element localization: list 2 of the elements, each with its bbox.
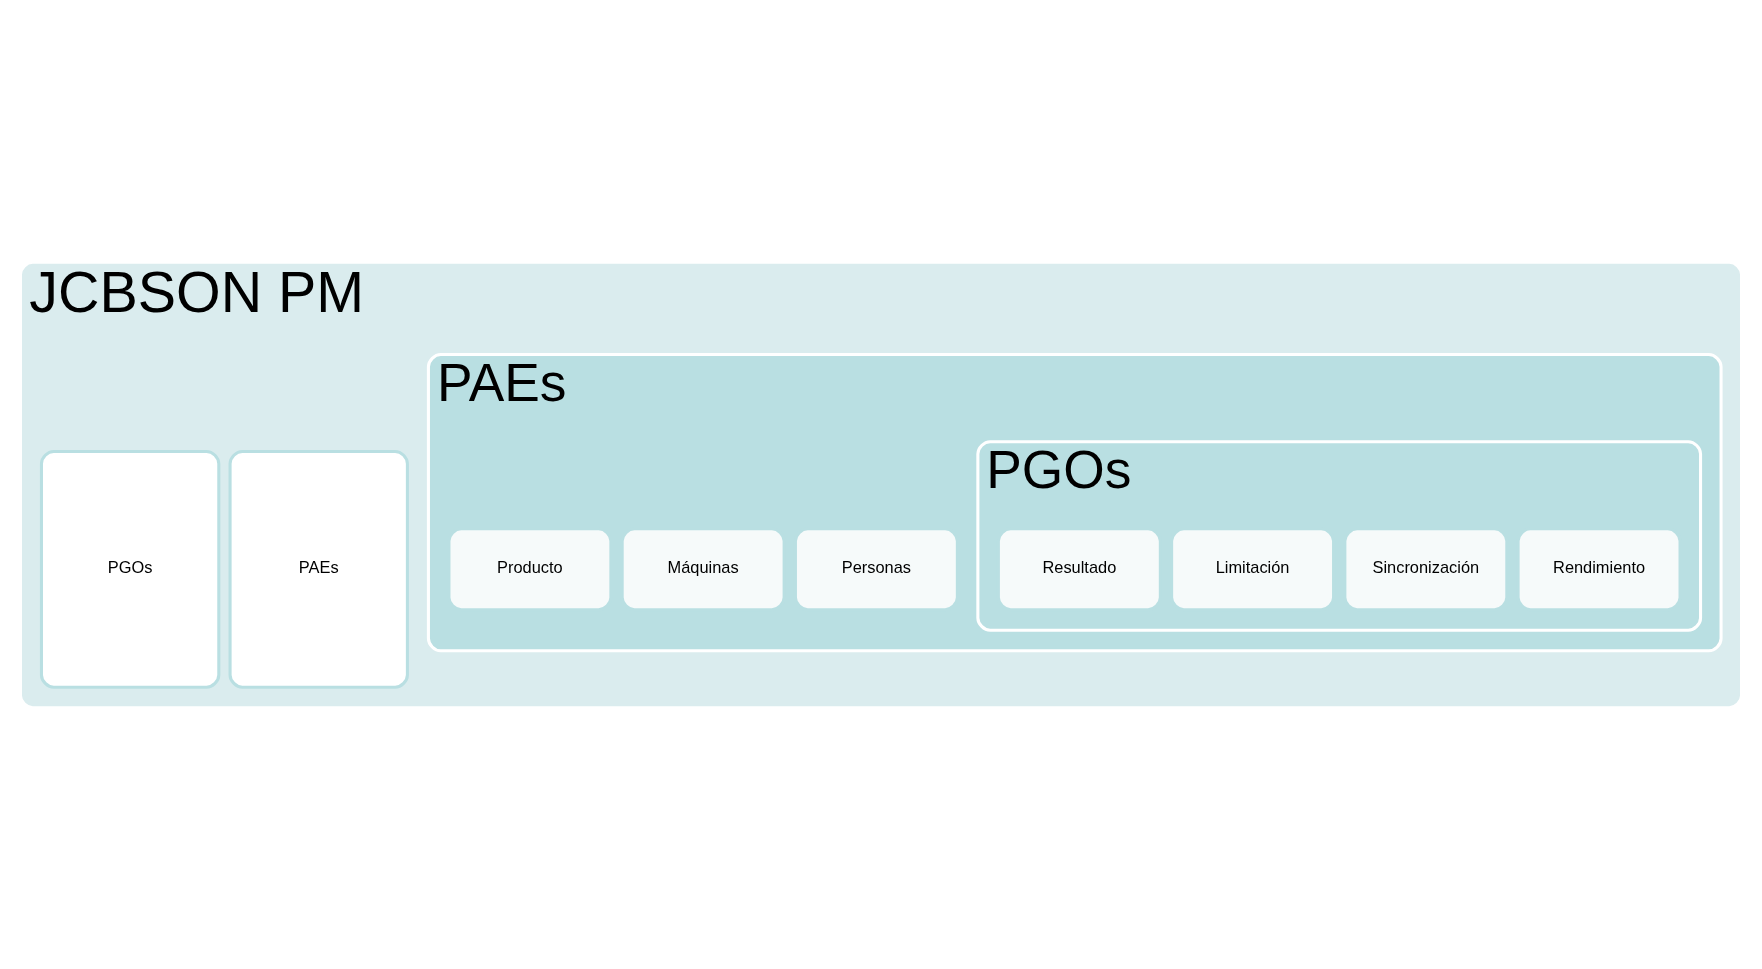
- node-box: PAEs: [228, 449, 409, 689]
- node-box: PGOs: [39, 449, 221, 689]
